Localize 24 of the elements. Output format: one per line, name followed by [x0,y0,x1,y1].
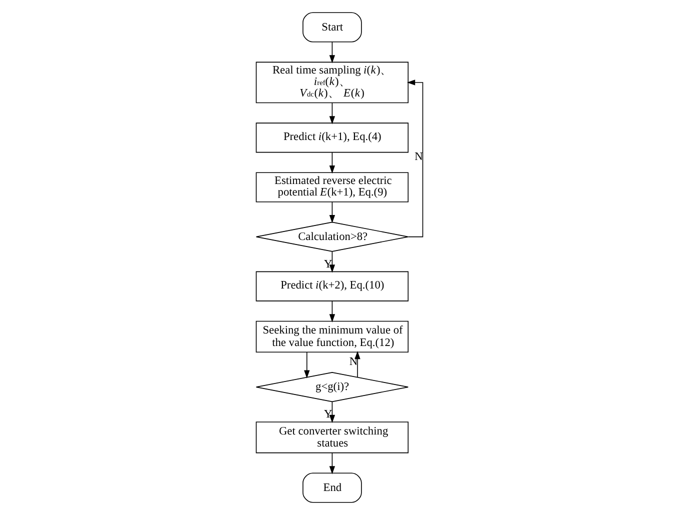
node-box: Estimated reverse electric potential E(k+1), Eq.(9) [255,172,408,202]
arrow [328,102,335,124]
node-box: Start [302,12,362,42]
arrow [328,202,335,224]
node-diamond: Calculation>8? [255,222,408,252]
node-box: Seeking the minimum value of the value function, Eq.(12) [255,320,408,353]
arrow [406,80,423,238]
edge-label: Y [324,258,332,270]
arrow [328,300,335,322]
node-box: Real time sampling i(k)、 iref(k)、 Vdc(k)、 E(k) [255,62,408,104]
edge-label: Y [324,408,332,421]
arrow [328,152,335,174]
arrow [328,401,335,424]
arrow [304,352,310,378]
arrow [328,251,335,273]
node-box: Predict i(k+1), Eq.(4) [255,122,408,153]
node-diamond: g<g(i)? [255,372,408,402]
node-box: Get converter switching statues [255,422,408,454]
arrow [328,452,335,474]
node-box: End [302,472,362,503]
node-box: Predict i(k+2), Eq.(10) [255,271,408,302]
edge-label: N [414,150,422,163]
arrow [328,42,335,64]
arrow [354,350,360,378]
